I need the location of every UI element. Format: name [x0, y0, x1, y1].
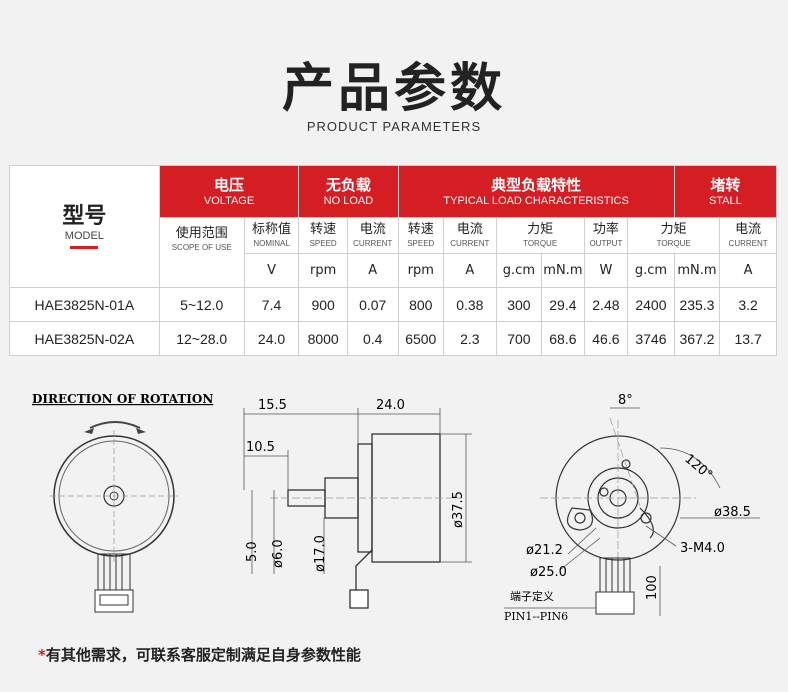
unit-cell: A: [443, 253, 497, 288]
value-cell: 900: [298, 287, 348, 322]
unit-cell: rpm: [397, 253, 445, 288]
value-cell: 2.48: [583, 287, 629, 322]
value-cell: 3.2: [719, 287, 777, 322]
unit-cell: g.cm: [627, 253, 675, 288]
unit-cell: W: [583, 253, 629, 288]
pin-label: 端子定义: [510, 589, 554, 603]
dim-120-deg: 120°: [681, 452, 715, 484]
value-cell: 800: [397, 287, 445, 322]
dim-10-5: 10.5: [246, 440, 275, 455]
value-cell: 3746: [627, 321, 675, 356]
dim-24-0: 24.0: [376, 398, 405, 413]
dim-dia-37-5: ø37.5: [451, 491, 466, 528]
lead-wires: [94, 553, 134, 613]
unit-cell: mN.m: [541, 253, 585, 288]
dim-dia-21-2: ø21.2: [526, 543, 563, 558]
table-row: HAE3825N-01A 5~12.0 7.4 900 0.07 800 0.3…: [9, 287, 777, 322]
value-cell: 68.6: [541, 321, 585, 356]
model-header: 型号 MODEL: [9, 165, 160, 288]
value-cell: 7.4: [243, 287, 300, 322]
value-cell: 2.3: [443, 321, 497, 356]
value-cell: 2400: [627, 287, 675, 322]
model-header-en: MODEL: [64, 230, 104, 242]
pin-range: PIN1--PIN6: [504, 610, 568, 623]
dim-5-0: 5.0: [245, 541, 260, 562]
value-cell: 12~28.0: [158, 321, 245, 356]
dim-3-m4: 3-M4.0: [680, 541, 725, 556]
rotation-arrow-icon: [89, 421, 141, 429]
unit-cell: rpm: [298, 253, 348, 288]
motor-front-view: [50, 430, 178, 562]
technical-drawing: DIRECTION OF ROTATION 15.5 24.0 10.5 ø37…: [32, 392, 760, 623]
table-row: HAE3825N-02A 12~28.0 24.0 8000 0.4 6500 …: [9, 321, 777, 356]
motor-rear-view: [540, 417, 696, 576]
unit-cell: A: [719, 253, 777, 288]
rear-dimension-lines: [559, 407, 760, 616]
value-cell: 0.4: [346, 321, 399, 356]
dim-100: 100: [645, 575, 660, 600]
unit-cell: A: [346, 253, 399, 288]
arrowhead-icon: [84, 428, 146, 434]
value-cell: 8000: [298, 321, 348, 356]
model-cell: HAE3825N-02A: [9, 321, 160, 356]
value-cell: 235.3: [673, 287, 721, 322]
value-cell: 29.4: [541, 287, 585, 322]
page-subtitle: PRODUCT PARAMETERS: [306, 119, 482, 134]
value-cell: 0.38: [443, 287, 497, 322]
unit-cell: V: [243, 253, 300, 288]
value-cell: 46.6: [583, 321, 629, 356]
value-cell: 6500: [397, 321, 445, 356]
value-cell: 0.07: [346, 287, 399, 322]
value-cell: 5~12.0: [158, 287, 245, 322]
note-text: 有其他需求，可联系客服定制满足自身参数性能: [45, 646, 361, 664]
value-cell: 367.2: [673, 321, 721, 356]
page-title: 产品参数: [281, 59, 506, 119]
dim-8-deg: 8°: [618, 393, 633, 408]
dim-15-5: 15.5: [258, 398, 287, 413]
side-dimension-lines: [243, 408, 472, 574]
dim-dia-38-5: ø38.5: [714, 505, 751, 520]
unit-cell: g.cm: [495, 253, 543, 288]
value-cell: 700: [495, 321, 543, 356]
custom-note: *有其他需求，可联系客服定制满足自身参数性能: [38, 644, 361, 665]
model-cell: HAE3825N-01A: [9, 287, 160, 322]
dim-dia-25-0: ø25.0: [530, 565, 567, 580]
rotation-label: DIRECTION OF ROTATION: [32, 392, 213, 406]
value-cell: 13.7: [719, 321, 777, 356]
dim-dia-17-0: ø17.0: [313, 535, 328, 572]
value-cell: 300: [495, 287, 543, 322]
unit-cell: mN.m: [673, 253, 721, 288]
note-star: *: [38, 646, 46, 664]
rear-lead-wires: [595, 557, 635, 615]
model-header-cn: 型号: [62, 204, 107, 229]
value-cell: 24.0: [243, 321, 300, 356]
dim-dia-6-0: ø6.0: [271, 539, 286, 568]
red-underline: [70, 246, 99, 249]
motor-side-view: [270, 433, 460, 609]
